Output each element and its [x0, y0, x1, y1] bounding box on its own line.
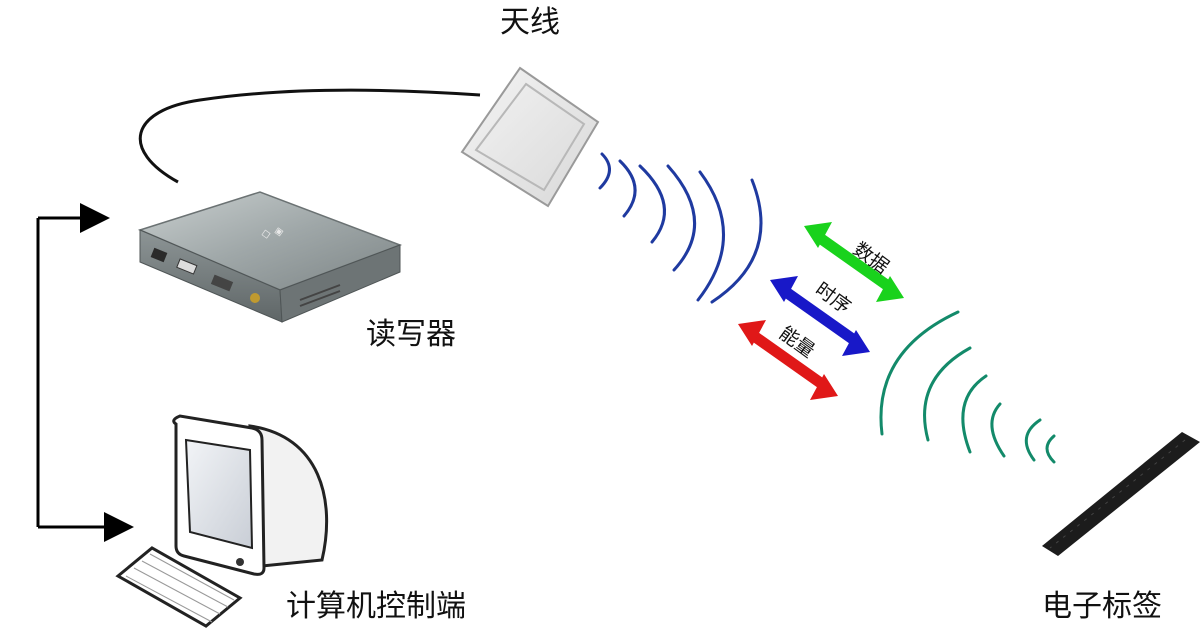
- antenna-cable: [138, 88, 481, 184]
- computer-label: 计算机控制端: [286, 589, 466, 624]
- reader-computer-link: [36, 203, 134, 542]
- antenna-label: 天线: [500, 5, 560, 40]
- electronic-tag: [1042, 432, 1200, 556]
- reader-device: ◇ ◈: [137, 191, 403, 323]
- reader-label: 读写器: [366, 317, 456, 352]
- computer: [115, 414, 329, 628]
- antenna-waves: [598, 152, 763, 304]
- antenna-panel: [460, 66, 600, 208]
- tag-waves: [879, 310, 1056, 464]
- tag-label: 电子标签: [1042, 589, 1162, 624]
- svg-text:◇ ◈: ◇ ◈: [260, 223, 285, 241]
- energy-arrow: 能量: [738, 320, 838, 400]
